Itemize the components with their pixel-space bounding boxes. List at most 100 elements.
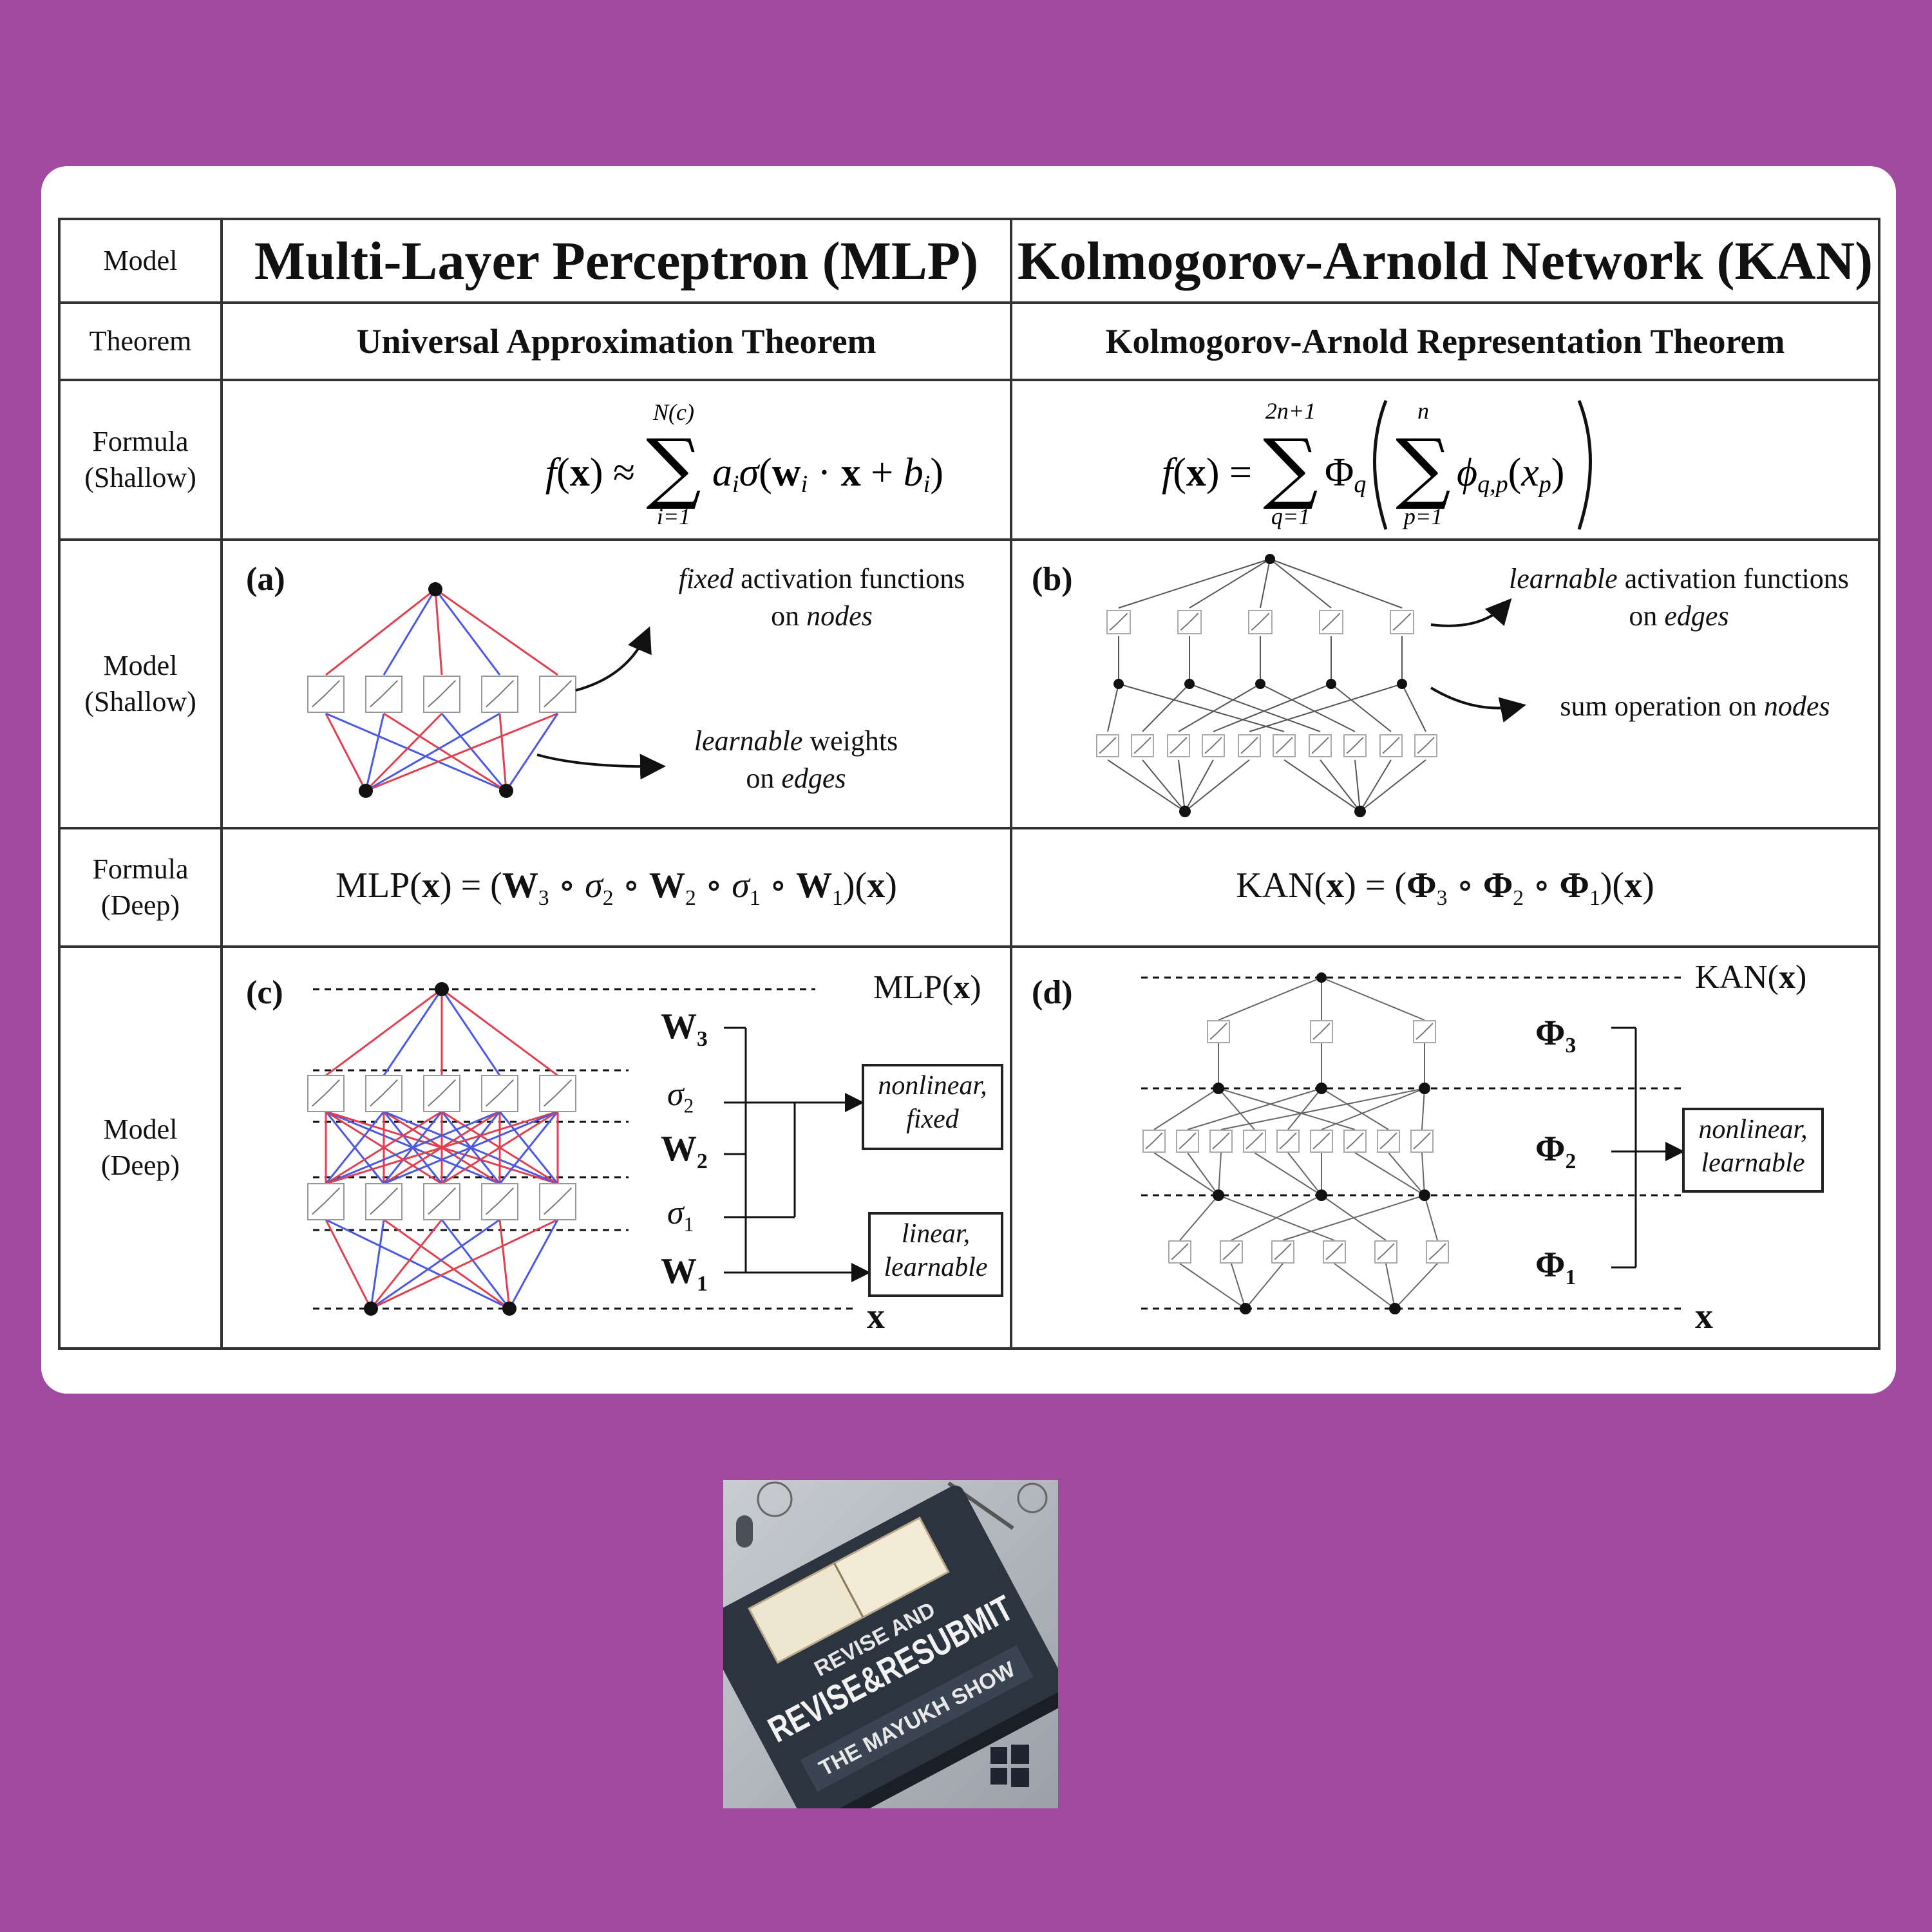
input-node <box>359 784 373 798</box>
kan-shallow-diagram <box>1096 554 1526 817</box>
fixed-activation-annotation: fixed activation functions on nodes <box>678 563 965 632</box>
edge <box>365 712 558 792</box>
sum-node <box>1419 1083 1430 1094</box>
edge <box>325 712 507 792</box>
input-node <box>1354 806 1366 817</box>
label-sigma2: σ2 <box>667 1076 694 1117</box>
fixed-activation-arrow <box>575 626 652 692</box>
sum-node <box>1316 1189 1327 1201</box>
edge <box>1254 1152 1322 1196</box>
activation-curve <box>312 1079 340 1107</box>
kan-title: Kolmogorov-Arnold Network (KAN) <box>1010 218 1880 304</box>
sum-node <box>1255 679 1265 689</box>
activation-curve <box>486 1188 514 1215</box>
edge <box>498 1111 559 1184</box>
edge <box>1421 1152 1425 1196</box>
row-label-model: Model <box>58 218 223 304</box>
sum-node <box>1316 1083 1327 1094</box>
activation-curve <box>1382 737 1400 754</box>
nonlinear-fixed-box: nonlinear,fixed <box>862 1064 1003 1150</box>
panel-c-cell: (c) MLP(x) x W3 σ2 W2 σ1 W1 nonlinear,fi… <box>220 945 1012 1350</box>
edge <box>1334 1263 1396 1309</box>
svg-text:∑: ∑ <box>646 423 701 513</box>
activation-curve <box>544 1079 572 1107</box>
edge <box>1354 1152 1425 1196</box>
input-node <box>364 1302 378 1316</box>
label-w2: W2 <box>661 1129 708 1174</box>
activation-curve <box>370 680 398 708</box>
edge <box>1231 1263 1246 1309</box>
edge <box>440 713 507 791</box>
edge <box>1220 1088 1425 1130</box>
edge <box>1260 558 1271 609</box>
edge <box>1354 759 1361 812</box>
edge <box>1189 558 1271 609</box>
label-phi1: Φ1 <box>1535 1245 1577 1290</box>
activation-curve <box>1392 612 1412 631</box>
activation-curve <box>1245 1132 1264 1150</box>
edge <box>1153 1088 1219 1130</box>
activation-curve <box>1240 737 1258 754</box>
kart-formula: f(x) = ∑ 2n+1 q=1 Φq ∑ n p=1 ϕq,p(xp) <box>1162 398 1592 530</box>
row-label-formula-deep: Formula(Deep) <box>58 827 223 948</box>
row-label-model-deep: Model(Deep) <box>58 945 223 1350</box>
activation-curve <box>428 1079 456 1107</box>
edge <box>1179 1195 1219 1241</box>
output-node <box>435 982 449 996</box>
sum-node <box>1113 679 1124 689</box>
edge <box>1213 683 1332 732</box>
edge <box>1178 683 1261 732</box>
edge <box>1394 1263 1438 1309</box>
svg-text:∑: ∑ <box>1263 423 1318 513</box>
sum-node <box>1326 679 1336 689</box>
panel-b-cell: (b) learnable activation functions on ed… <box>1010 538 1880 829</box>
input-node <box>499 784 513 798</box>
edge <box>1260 683 1356 732</box>
edge <box>1321 1088 1425 1130</box>
edge <box>1187 1088 1322 1130</box>
kan-input-label: x <box>1695 1296 1713 1336</box>
edge <box>1189 683 1321 732</box>
panel-c-tag: (c) <box>246 974 283 1011</box>
edge <box>325 1110 558 1185</box>
edge <box>1249 683 1403 732</box>
svg-text:ϕq,p(xp): ϕq,p(xp) <box>1457 451 1564 498</box>
podcast-cover-image: REVISE AND REVISE&RESUBMIT THE MAYUKH SH… <box>723 1480 1058 1808</box>
activation-curve <box>1251 612 1270 631</box>
input-node <box>1179 806 1191 817</box>
edge <box>325 988 442 1077</box>
activation-curve <box>1377 1243 1395 1260</box>
edge <box>441 988 558 1077</box>
kan-shallow-formula: f(x) = ∑ 2n+1 q=1 Φq ∑ n p=1 ϕq,p(xp) <box>1010 379 1880 541</box>
edge <box>1287 1088 1322 1130</box>
panel-b-tag: (b) <box>1032 561 1073 598</box>
input-node <box>1240 1303 1251 1314</box>
activation-curve <box>486 680 514 708</box>
activation-curve <box>1312 1023 1331 1040</box>
edge <box>1184 759 1250 812</box>
activation-curve <box>1274 1243 1292 1260</box>
kan-theorem: Kolmogorov-Arnold Representation Theorem <box>1010 301 1880 381</box>
edge <box>325 1111 385 1184</box>
edge <box>434 589 501 676</box>
activation-curve <box>428 680 456 708</box>
mlp-output-label: MLP(x) <box>873 969 981 1006</box>
kan-output-label: KAN(x) <box>1695 959 1807 996</box>
activation-curve <box>428 1188 456 1215</box>
edge <box>383 989 443 1076</box>
edge <box>505 713 559 791</box>
edge <box>1320 759 1361 812</box>
uat-formula: f(x) ≈ ∑ N(c) i=1 aiσ(wi · x + bi) <box>545 399 943 529</box>
label-phi3: Φ3 <box>1535 1013 1577 1058</box>
sum-node <box>1419 1189 1430 1201</box>
activation-curve <box>1321 612 1341 631</box>
svg-text:f(x) =: f(x) = <box>1162 451 1252 495</box>
kan-deep-diagram <box>1141 972 1685 1314</box>
edge <box>1179 1263 1246 1309</box>
mlp-shallow-diagram <box>307 582 666 798</box>
svg-text:aiσ(wi · x + bi): aiσ(wi · x + bi) <box>712 451 943 498</box>
label-w3: W3 <box>661 1007 708 1052</box>
activation-curve <box>1145 1132 1163 1150</box>
activation-curve <box>370 1188 398 1215</box>
label-sigma1: σ1 <box>667 1195 694 1236</box>
